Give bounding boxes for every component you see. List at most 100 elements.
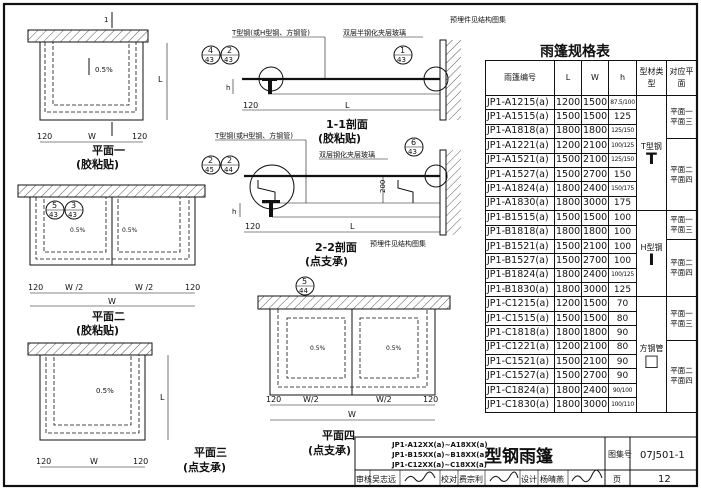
h-cell: 100/125 [608,138,637,154]
dim-half-left: W /2 [65,283,83,292]
type-cell: 方钢管□ [636,296,667,413]
dim-l: L [345,101,350,110]
w-cell: 2100 [581,138,609,154]
dim-120-left: 120 [36,457,51,466]
page-label: 页 [613,475,621,484]
h-cell: 150 [608,166,637,183]
ref-num: 4 [208,46,213,55]
slope-label: 0.5% [386,345,402,352]
w-cell: 1500 [581,210,609,226]
l-cell: 1500 [554,238,582,255]
slope-label: 0.5% [70,227,86,234]
square-tube-icon: □ [643,350,660,370]
ref-sheet: 43 [68,211,77,219]
label-glass: 双层钢化夹层玻璃 [319,150,375,159]
w-cell: 2400 [581,382,609,399]
title-block: JP1-A12XX(a)~A18XX(a) JP1-B15XX(a)~B18XX… [354,436,698,487]
dim-l: L [350,222,355,231]
code-cell: JP1-B1521(a) [485,238,555,255]
type-label: 方钢管 [639,343,664,353]
dim-w: W [88,132,96,141]
h-cell: 125 [608,109,637,125]
dim-h: h [232,208,236,216]
plane-cell: 平面一 平面三 [666,296,697,341]
check-label: 校对 [441,474,457,484]
l-cell: 1500 [554,368,582,384]
plan-subtitle: (点支承) [183,460,226,474]
code-cell: JP1-A1515(a) [485,109,555,125]
checker-signature [489,471,519,482]
ref-sheet: 44 [299,287,308,295]
wall-hatch [257,295,451,310]
label-glass: 双层半钢化夹层玻璃 [343,28,406,37]
ref-num: 2 [227,46,232,55]
header-cell: W [581,60,609,96]
w-cell: 1500 [581,310,609,327]
w-cell: 2100 [581,152,609,168]
code-cell: JP1-C1830(a) [485,397,555,413]
ref-num: 1 [400,46,405,55]
plan-title: 平面二 [92,310,125,323]
plan-title: 平面一 [92,144,125,157]
h-cell: 100 [608,253,637,269]
w-cell: 1800 [581,224,609,240]
h-cell: 125/150 [608,152,637,168]
header-cell: 对应平面 [666,60,697,96]
code-cell: JP1-A1221(a) [485,138,555,154]
section-subtitle: (胶粘贴) [318,131,361,145]
l-cell: 1500 [554,152,582,168]
w-cell: 1500 [581,94,609,111]
ref-sheet: 44 [224,166,233,174]
l-cell: 1800 [554,397,582,413]
plane-cell: 平面一 平面三 [666,94,697,140]
w-cell: 3000 [581,195,609,212]
detail-circle [258,66,284,92]
code-cell: JP1-C1521(a) [485,354,555,370]
dim-w: W [108,297,116,306]
w-cell: 2700 [581,253,609,269]
table-title: 雨篷规格表 [540,44,610,60]
ref-num: 6 [411,138,416,147]
beam-outline [44,41,137,113]
type-label: H型钢 [640,242,663,252]
wall-hatch [27,342,153,356]
dim-120-right: 120 [423,395,438,404]
dim-120: 120 [243,101,258,110]
t-section-icon: T [646,149,657,169]
h-cell: 125 [608,282,637,298]
h-cell: 100/110 [608,397,637,413]
dim-120-left: 120 [37,132,52,141]
dim-half-right: W /2 [135,283,153,292]
designer-signature [571,469,603,483]
h-cell: 100 [608,210,637,226]
w-cell: 2700 [581,166,609,183]
spider-fitting [397,180,414,203]
plan-3: 0.5% 120 W 120 L 平面三 (点支承) [27,342,227,474]
code-cell: JP1-A1527(a) [485,166,555,183]
plan-subtitle: (胶粘贴) [76,157,119,171]
code-cell: JP1-A1824(a) [485,181,555,197]
dim-w: W [90,457,98,466]
header-cell: 雨篷编号 [485,60,555,96]
w-cell: 3000 [581,282,609,298]
spider-fitting [257,180,276,203]
drawing-title: 型钢雨篷 [485,446,554,467]
ref-num: 3 [71,201,76,210]
l-cell: 1800 [554,195,582,212]
cut-mark: 1 [104,16,108,24]
plane-cell: 平面二 平面四 [666,238,697,298]
l-cell: 1200 [554,94,582,111]
h-cell: 150/175 [608,181,637,197]
